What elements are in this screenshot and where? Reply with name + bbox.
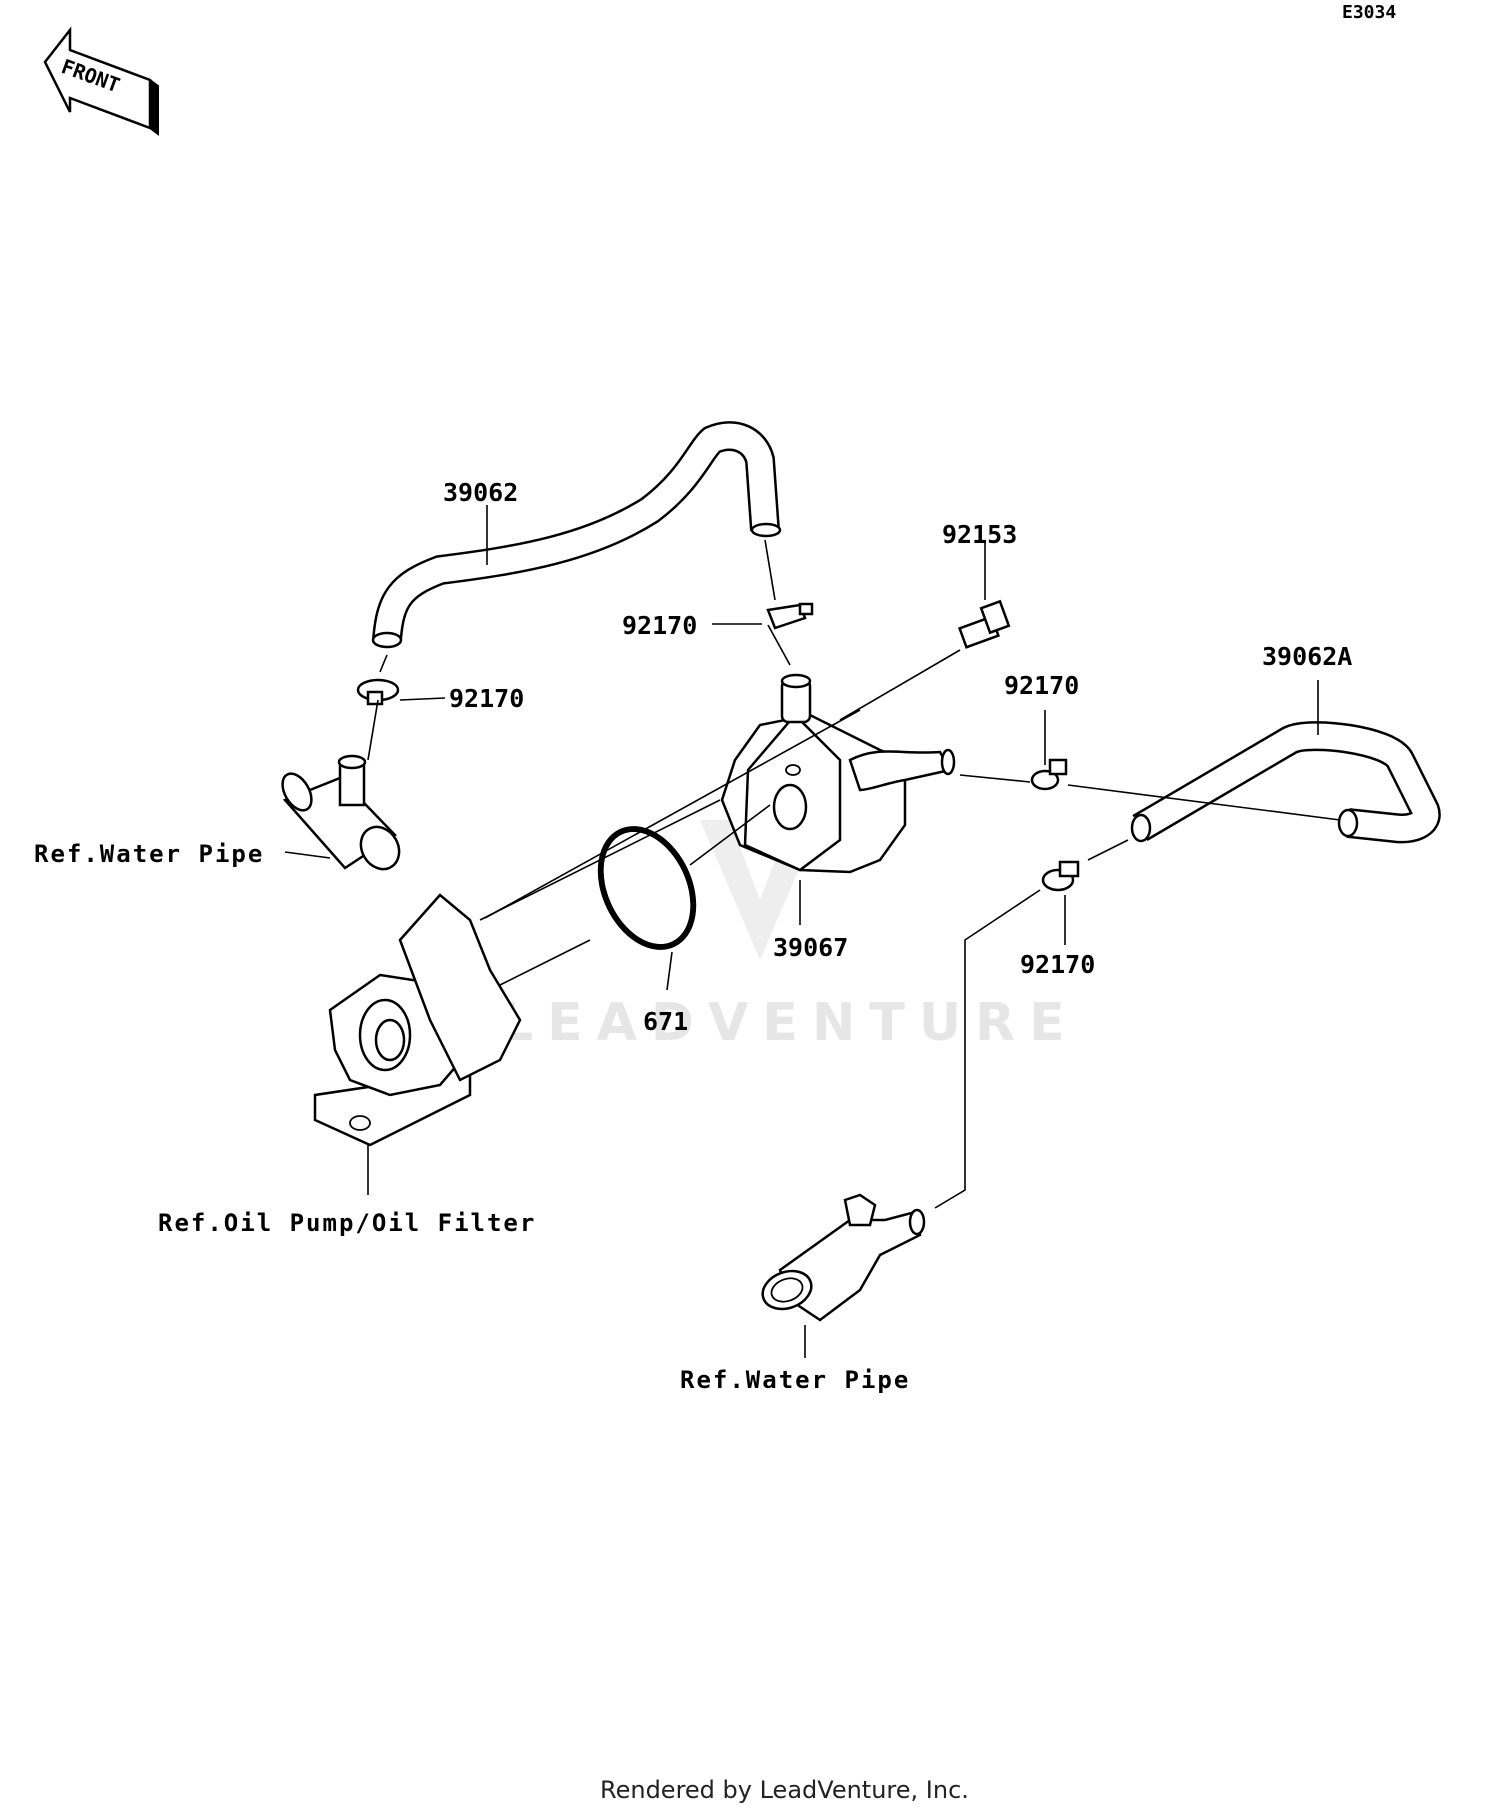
watermark-text: LEADVENTURE: [500, 993, 1079, 1053]
label-39062a: 39062A: [1262, 642, 1352, 671]
water-pipe-left: [281, 754, 401, 871]
hose-39062a: [1130, 721, 1441, 844]
label-92153: 92153: [942, 520, 1017, 549]
oil-pump-housing: [313, 893, 522, 1147]
label-39062: 39062: [443, 478, 518, 507]
ref-water-pipe-left: Ref.Water Pipe: [34, 840, 264, 868]
front-arrow-icon: FRONT: [43, 26, 159, 136]
label-671: 671: [643, 1007, 688, 1036]
clamp-icon: [766, 602, 814, 630]
leader-lines: [284, 505, 1341, 1358]
diagram-code: E3034: [1342, 2, 1396, 23]
hose-39062: [371, 421, 782, 649]
label-92170-top: 92170: [622, 611, 697, 640]
bolt-icon: [958, 599, 1011, 649]
ref-water-pipe-bottom: Ref.Water Pipe: [680, 1366, 910, 1394]
clamp-icon: [1041, 860, 1080, 892]
oil-cooler-39067: [720, 673, 956, 874]
label-92170-left: 92170: [449, 684, 524, 713]
clamp-icon: [1030, 758, 1068, 791]
ref-oil-pump-filter: Ref.Oil Pump/Oil Filter: [158, 1209, 536, 1237]
label-39067: 39067: [773, 933, 848, 962]
water-pipe-bottom: [761, 1193, 926, 1322]
o-ring-671: [597, 826, 697, 950]
label-92170-right-upper: 92170: [1004, 671, 1079, 700]
footer-credit: Rendered by LeadVenture, Inc.: [600, 1776, 969, 1804]
label-92170-right-lower: 92170: [1020, 950, 1095, 979]
